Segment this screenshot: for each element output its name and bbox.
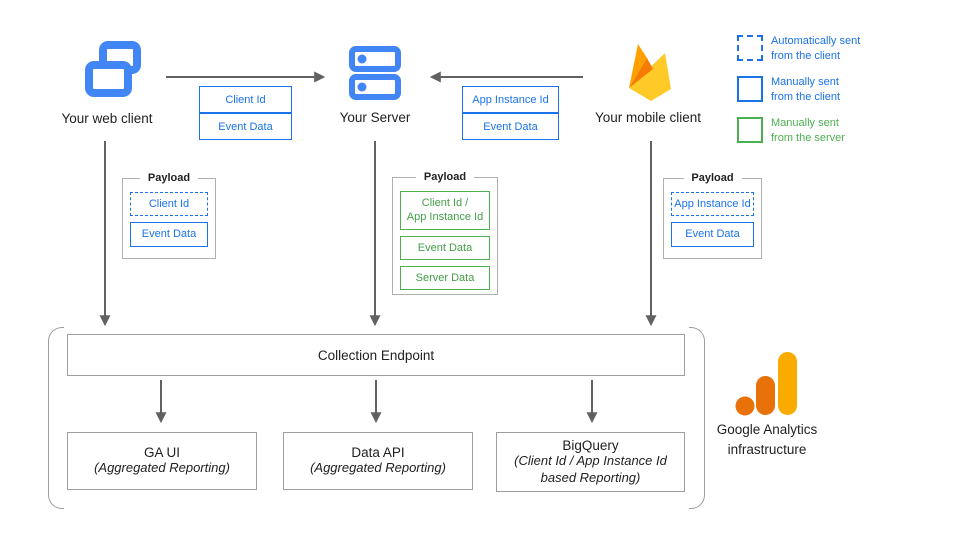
payload-item: Event Data bbox=[400, 235, 490, 260]
infra-bracket-left bbox=[48, 327, 64, 509]
edge-label-app-instance-id: App Instance Id bbox=[462, 86, 559, 113]
service-subtitle: (Client Id / App Instance Id based Repor… bbox=[514, 452, 667, 485]
service-box-bigquery: BigQuery (Client Id / App Instance Id ba… bbox=[496, 432, 685, 492]
service-box-ga-ui: GA UI (Aggregated Reporting) bbox=[67, 432, 257, 490]
payload-item: Event Data bbox=[130, 222, 208, 247]
payload-box-web: Payload Client Id Event Data bbox=[122, 172, 216, 259]
payload-item: Client Id bbox=[130, 192, 208, 217]
payload-title: Payload bbox=[415, 171, 475, 183]
collection-endpoint-box: Collection Endpoint bbox=[67, 334, 685, 376]
payload-item: App Instance Id bbox=[671, 192, 754, 217]
payload-item: Client Id / App Instance Id bbox=[400, 191, 490, 230]
payload-box-server: Payload Client Id / App Instance Id Even… bbox=[392, 171, 498, 295]
server-label: Your Server bbox=[339, 110, 411, 125]
service-title: Data API bbox=[351, 445, 405, 461]
payload-title: Payload bbox=[139, 172, 199, 184]
service-box-data-api: Data API (Aggregated Reporting) bbox=[283, 432, 473, 490]
service-subtitle: (Aggregated Reporting) bbox=[310, 460, 446, 476]
service-title: BigQuery bbox=[562, 437, 619, 453]
edge-label-client-id: Client Id bbox=[199, 86, 292, 113]
edge-label-event-data-mobile: Event Data bbox=[462, 113, 559, 140]
edge-label-event-data-web: Event Data bbox=[199, 113, 292, 140]
google-analytics-logo-icon bbox=[733, 350, 799, 421]
legend-swatch-manual-client-icon bbox=[737, 76, 763, 102]
legend-swatch-manual-server-icon bbox=[737, 117, 763, 143]
legend-label-manual-server: Manually sent from the server bbox=[771, 117, 845, 144]
server-stack-icon bbox=[349, 46, 401, 105]
payload-item: Server Data bbox=[400, 265, 490, 291]
payload-title: Payload bbox=[683, 172, 742, 184]
web-client-label: Your web client bbox=[61, 111, 153, 126]
mobile-client-label: Your mobile client bbox=[594, 110, 702, 125]
ga-infrastructure-label: Google Analytics infrastructure bbox=[716, 422, 818, 457]
firebase-flame-icon bbox=[621, 40, 679, 108]
legend-label-auto-client: Automatically sent from the client bbox=[771, 35, 861, 62]
collection-endpoint-label: Collection Endpoint bbox=[317, 347, 435, 363]
legend-label-manual-client: Manually sent from the client bbox=[771, 76, 841, 103]
legend-swatch-auto-client-icon bbox=[737, 35, 763, 61]
payload-box-mobile: Payload App Instance Id Event Data bbox=[663, 172, 762, 259]
service-title: GA UI bbox=[143, 445, 180, 461]
infra-bracket-right bbox=[689, 327, 705, 509]
service-subtitle: (Aggregated Reporting) bbox=[94, 460, 230, 476]
payload-item: Event Data bbox=[671, 222, 754, 247]
browser-windows-icon bbox=[84, 39, 142, 106]
